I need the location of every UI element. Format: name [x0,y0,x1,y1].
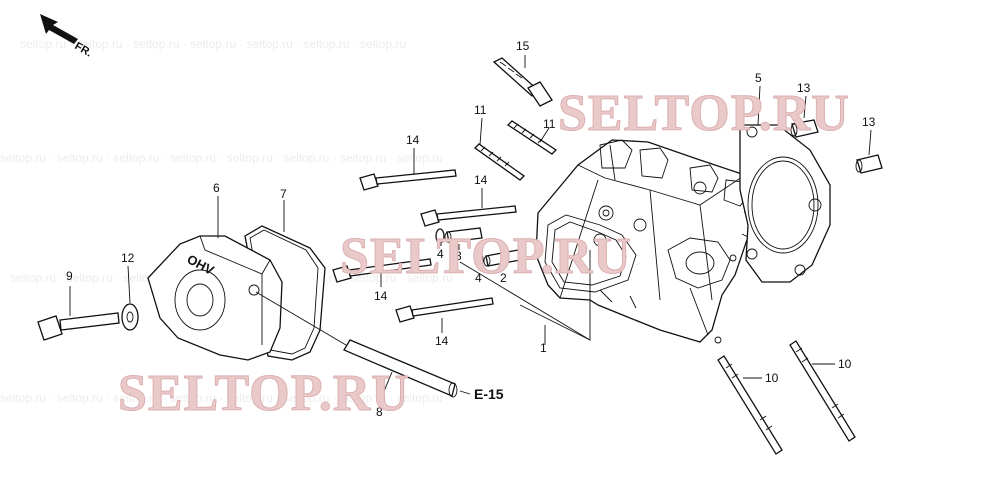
callout-1: 1 [540,341,547,355]
callout-6: 6 [213,181,220,195]
callout-4: 4 [437,247,444,261]
callout-12: 12 [121,251,135,265]
head-cover: OHV [147,235,283,361]
leader-lines [69,55,872,402]
o-ring [435,228,445,244]
callout-labels: 15 11 11 14 14 5 13 13 6 7 12 9 4 3 4 2 … [66,39,876,419]
callout-2: 2 [500,271,507,285]
callout-10: 10 [838,357,852,371]
breather-tube [343,339,458,398]
seltop-watermark: SELTOP.RU SELTOP.RU SELTOP.RU [118,85,850,423]
washer [121,303,139,331]
callout-9: 9 [66,269,73,283]
svg-text:seltop.ru · seltop.ru · se: seltop.ru · seltop.ru · seltop.ru · selt… [20,37,406,51]
dowel-pin [483,249,521,267]
reference-e15: E-15 [474,386,504,402]
callout-10: 10 [765,371,779,385]
stud-bolt [506,120,558,155]
callout-14: 14 [474,173,488,187]
callout-15: 15 [516,39,530,53]
callout-13: 13 [862,115,876,129]
watermark-text: SELTOP.RU [340,228,632,285]
watermark-text: SELTOP.RU [558,85,850,142]
cylinder-head [535,139,761,344]
head-bolt [420,205,517,227]
o-ring [474,252,484,268]
dowel-pin [790,119,819,138]
head-bolt [359,169,457,191]
dowel-pin [444,227,483,243]
head-bolt [332,258,432,283]
callout-14: 14 [374,289,388,303]
callout-11: 11 [543,117,556,131]
svg-text:seltop.ru · seltop.ru · se: seltop.ru · seltop.ru · seltop.ru · selt… [0,391,443,405]
stud-bolt [473,143,526,181]
callout-14: 14 [406,133,420,147]
head-bolt [395,297,494,323]
callout-11: 11 [474,103,487,117]
callout-4: 4 [475,271,482,285]
dowel-pin [855,154,883,174]
stud-bolt [717,355,783,455]
cover-bolt [37,312,120,341]
callout-7: 7 [280,187,287,201]
watermark-text: SELTOP.RU [118,365,410,422]
callout-5: 5 [755,71,762,85]
svg-text:seltop.ru · seltop.ru · se: seltop.ru · seltop.ru · seltop.ru · selt… [0,151,443,165]
callout-13: 13 [797,81,811,95]
head-gasket [739,124,831,283]
spark-plug [492,57,553,107]
stud-bolt [789,340,856,442]
callout-3: 3 [455,249,462,263]
callout-14: 14 [435,334,449,348]
callout-8: 8 [376,405,383,419]
